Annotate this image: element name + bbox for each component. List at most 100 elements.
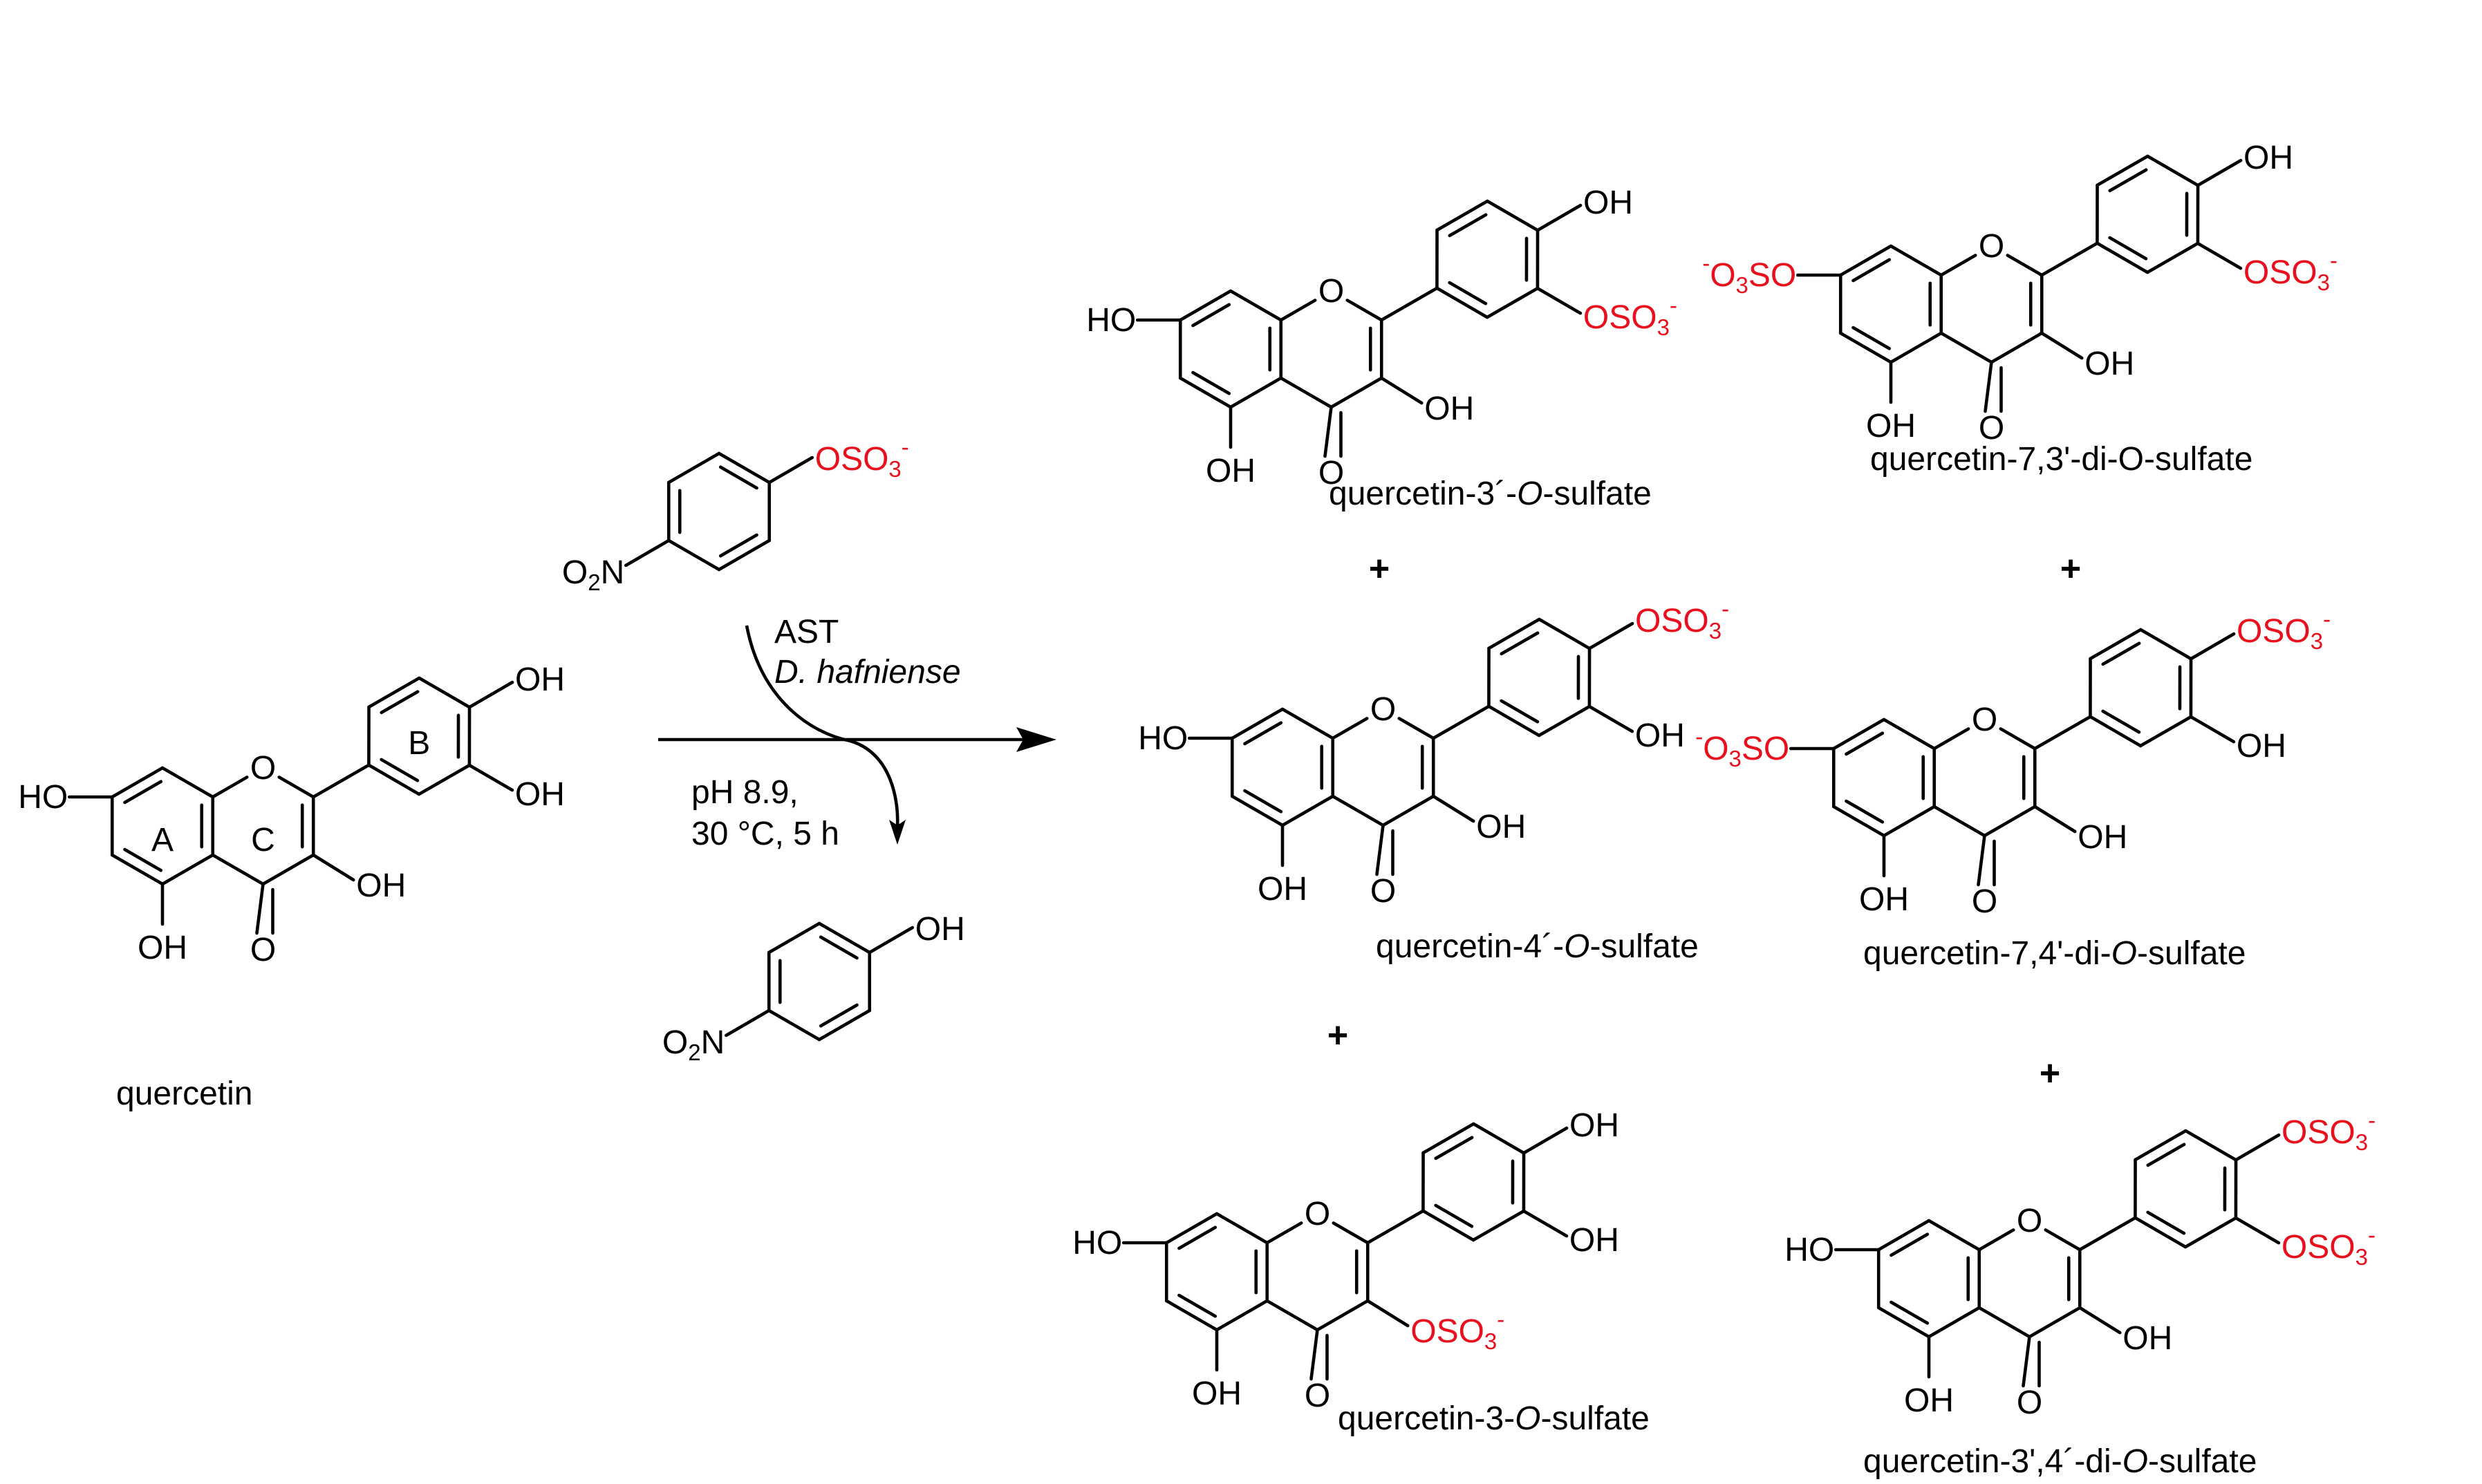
sulfate-4p: OSO3- — [2237, 606, 2331, 654]
ring-oxygen: O — [1979, 228, 2004, 265]
bond — [467, 680, 514, 709]
bond — [110, 853, 165, 886]
bond — [2033, 715, 2092, 751]
bond — [1164, 1299, 1219, 1332]
bond — [2196, 241, 2243, 270]
bond — [2033, 805, 2077, 834]
bond — [1434, 1203, 1474, 1228]
bond — [1215, 1212, 1269, 1245]
bond — [1230, 794, 1285, 827]
bond — [380, 758, 420, 782]
bond — [1215, 1299, 1269, 1332]
bond — [1522, 1209, 1569, 1238]
bond — [123, 780, 163, 805]
bond — [1381, 794, 1435, 827]
bond — [1178, 376, 1233, 409]
bond — [1927, 1219, 1981, 1252]
bond — [1537, 704, 1592, 738]
bond — [1999, 727, 2037, 751]
bond — [1882, 805, 1937, 838]
hydroxyl-3: OH — [2078, 819, 2127, 856]
bond — [2183, 1216, 2238, 1249]
nitrophenyl-sulfate — [624, 451, 814, 572]
hydroxyl-5: OH — [1866, 408, 1916, 444]
bond — [2108, 168, 2148, 193]
bond — [767, 455, 814, 485]
bond — [1851, 326, 1892, 350]
carbonyl-oxygen: O — [2017, 1384, 2042, 1421]
plus-sign: + — [1327, 1015, 1348, 1055]
bond — [1889, 331, 1943, 364]
bond — [160, 853, 215, 886]
condition-enzyme: AST — [774, 614, 839, 650]
bond — [1500, 699, 1540, 724]
bond — [1889, 244, 1943, 277]
bond — [2189, 715, 2236, 744]
bond — [1230, 707, 1285, 740]
bond — [1876, 1219, 1931, 1252]
plus-sign: + — [1369, 549, 1390, 589]
sulfate-3p: OSO3- — [2282, 1222, 2376, 1270]
bond — [1279, 299, 1317, 322]
hydroxyl-7: HO — [1086, 302, 1136, 339]
hydroxyl-3: OH — [1476, 809, 1526, 845]
bond — [1431, 794, 1475, 823]
bond — [2040, 241, 2099, 277]
bond — [123, 847, 163, 872]
bond — [2108, 236, 2148, 261]
hydroxyl-4p: OH — [2243, 140, 2293, 176]
hydroxyl-4p: OH — [515, 661, 565, 698]
hydroxyl-4p: OH — [1583, 185, 1633, 221]
bonds-layer — [67, 154, 2281, 1388]
hydroxyl-3: OH — [2122, 1320, 2172, 1357]
product-name-q73: quercetin-7,3'-di-O-sulfate — [1870, 441, 2252, 478]
bond — [1243, 721, 1283, 746]
bond — [367, 763, 421, 796]
plus-sign: + — [2040, 1053, 2060, 1093]
ring-label-c: C — [251, 822, 275, 858]
hydroxyl-4p: OH — [1569, 1107, 1619, 1144]
bond — [1471, 1209, 1526, 1242]
product-name-q74: quercetin-7,4'-di-O-sulfate — [1863, 935, 2246, 972]
bond — [1486, 199, 1540, 232]
bond — [819, 935, 859, 960]
bond — [624, 538, 671, 567]
hydroxyl-5: OH — [1258, 871, 1307, 908]
bond — [1229, 376, 1283, 409]
carbonyl-oxygen: O — [1972, 883, 1997, 920]
bond — [1831, 805, 1886, 838]
carbonyl-oxygen: O — [1318, 455, 1344, 491]
bond — [1984, 360, 1993, 413]
bond — [2101, 641, 2141, 666]
arrow-head — [1016, 727, 1056, 752]
hydroxyl-7: HO — [18, 779, 68, 816]
bond — [1587, 621, 1634, 650]
bond — [2078, 1306, 2122, 1335]
hydroxyl-3: OH — [356, 867, 406, 904]
bond — [2040, 331, 2084, 360]
bond — [1265, 1221, 1303, 1245]
bond — [2089, 628, 2143, 661]
hydroxyl-3: OH — [1424, 391, 1474, 427]
sulfate-4p: OSO3- — [1635, 596, 1729, 644]
bond — [1280, 707, 1335, 740]
bond — [2101, 709, 2141, 734]
hydroxyl-5: OH — [138, 930, 187, 966]
bond — [261, 853, 315, 886]
bond — [1421, 1209, 1475, 1242]
bond — [1280, 794, 1335, 827]
bond — [1890, 1232, 1930, 1257]
bond — [1365, 1299, 1410, 1328]
bond — [1845, 731, 1885, 756]
bond — [666, 538, 721, 572]
ring-oxygen: O — [1318, 273, 1344, 310]
bond — [2146, 154, 2200, 187]
reaction-arrow — [658, 625, 1056, 845]
bond — [1345, 299, 1383, 322]
bond — [1500, 631, 1540, 656]
sulfate-3p: OSO3- — [1583, 292, 1677, 340]
